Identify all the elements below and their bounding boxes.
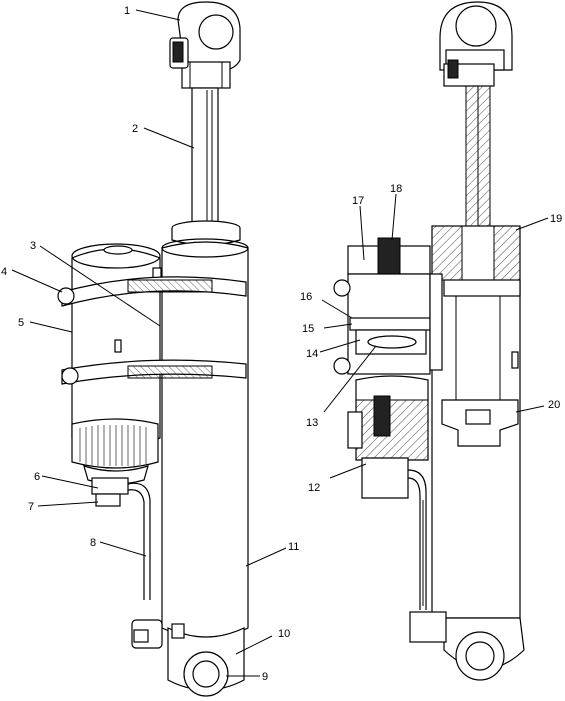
clamp-lower <box>61 359 247 385</box>
callout-13: 13 <box>306 417 318 429</box>
bottom-eyelet <box>131 619 245 697</box>
callout-2: 2 <box>132 123 138 135</box>
section-adjuster <box>347 375 429 499</box>
piston-shaft <box>191 87 219 229</box>
section-piston <box>441 399 519 447</box>
callout-10: 10 <box>278 628 290 640</box>
callout-11: 11 <box>288 541 299 553</box>
callout-8: 8 <box>90 537 96 549</box>
callout-12: 12 <box>308 482 320 494</box>
callout-labels: 1 2 3 4 5 6 7 8 9 10 11 12 13 14 15 16 1… <box>1 5 562 683</box>
section-top-eyelet <box>439 1 513 87</box>
right-section-view <box>333 1 525 681</box>
callout-17: 17 <box>352 195 364 207</box>
callout-1: 1 <box>124 5 130 17</box>
callout-20: 20 <box>548 399 560 411</box>
callout-19: 19 <box>550 213 562 225</box>
callout-3: 3 <box>30 240 36 252</box>
clamp-upper <box>57 276 247 307</box>
hose-fitting <box>91 477 151 600</box>
callout-7: 7 <box>28 501 34 513</box>
leader-lines <box>11 9 549 677</box>
section-transfer-hose <box>407 469 427 610</box>
callout-5: 5 <box>18 317 24 329</box>
callout-15: 15 <box>302 323 314 335</box>
callout-14: 14 <box>306 348 318 360</box>
callout-6: 6 <box>34 471 40 483</box>
top-eyelet <box>169 1 241 89</box>
main-body <box>161 238 249 639</box>
callout-4: 4 <box>1 266 7 278</box>
section-bottom-eyelet <box>409 611 525 681</box>
callout-18: 18 <box>390 183 402 195</box>
left-exterior-view <box>57 1 249 697</box>
section-reservoir <box>333 237 443 375</box>
adjuster-knob <box>71 418 159 485</box>
shaft-collar <box>171 220 241 246</box>
callout-16: 16 <box>300 291 312 303</box>
callout-9: 9 <box>262 671 268 683</box>
reservoir <box>71 243 162 447</box>
